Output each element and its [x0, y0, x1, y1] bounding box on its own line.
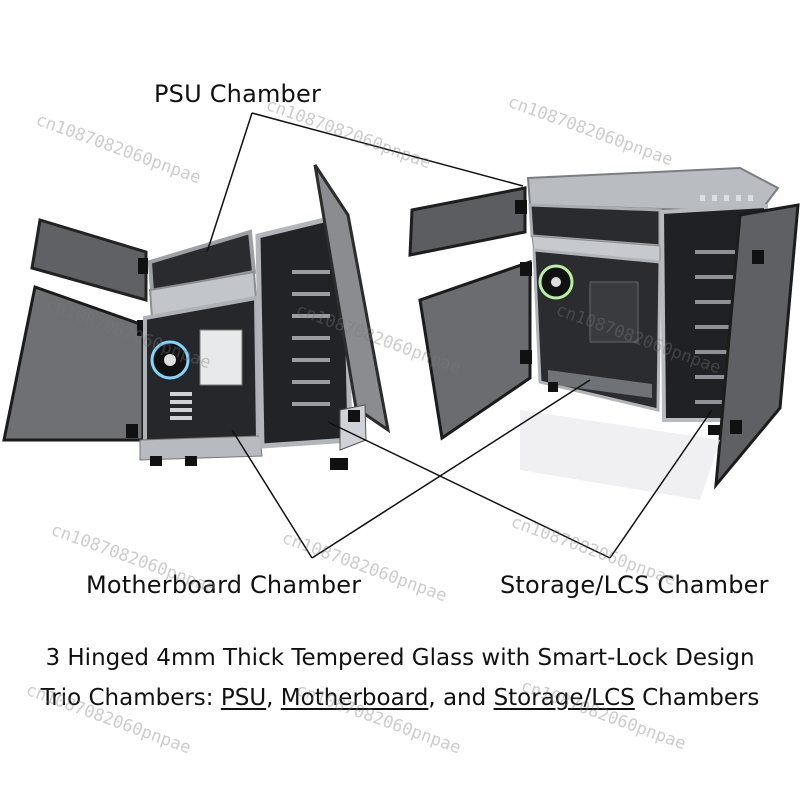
- storage-lcs-chamber-label: Storage/LCS Chamber: [500, 571, 769, 599]
- caption-prefix: Trio Chambers:: [40, 685, 221, 711]
- right-psu-glass-door: [408, 186, 527, 257]
- left-mb-glass-door: [2, 285, 145, 442]
- caption-line-1: 3 Hinged 4mm Thick Tempered Glass with S…: [45, 645, 755, 671]
- left-storage-glass-door: [313, 164, 391, 434]
- right-storage-glass-door: [714, 203, 800, 490]
- right-case: [408, 166, 800, 500]
- caption-storage-lcs: Storage/LCS: [493, 685, 635, 711]
- right-case-reflection: [520, 410, 720, 500]
- caption-motherboard: Motherboard: [280, 685, 429, 711]
- leader-lines: [206, 112, 713, 559]
- caption-separator-1: ,: [266, 685, 281, 711]
- psu-chamber-label: PSU Chamber: [154, 80, 322, 108]
- caption-separator-2: , and: [428, 685, 494, 711]
- caption-psu: PSU: [220, 685, 267, 711]
- right-mb-glass-door: [418, 259, 532, 441]
- caption-line-2: Trio Chambers: PSU, Motherboard, and Sto…: [0, 685, 800, 711]
- left-case: [2, 164, 391, 470]
- left-psu-glass-door: [30, 218, 148, 302]
- motherboard-chamber-label: Motherboard Chamber: [86, 571, 362, 599]
- caption-suffix: Chambers: [634, 685, 760, 711]
